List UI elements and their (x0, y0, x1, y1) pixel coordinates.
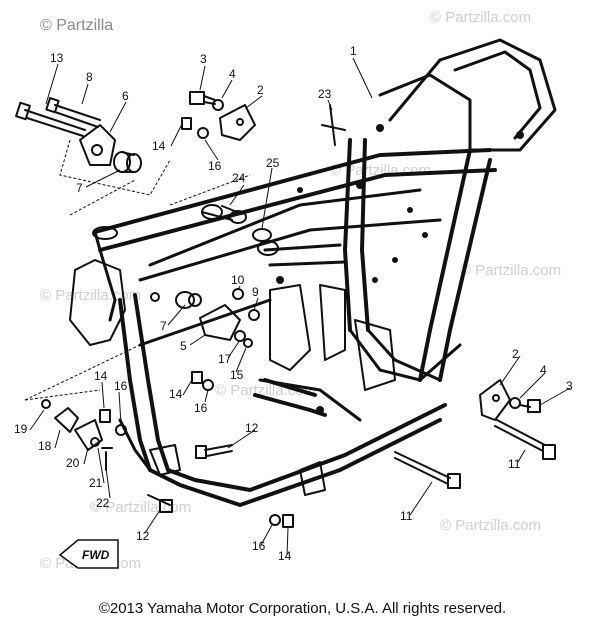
callout-16c: 16 (114, 379, 128, 393)
callout-21: 21 (89, 476, 103, 490)
bushing-7 (113, 151, 142, 173)
callout-18: 18 (38, 439, 52, 453)
callout-14b: 14 (169, 387, 183, 401)
bushing-24 (201, 204, 247, 224)
callout-12b: 12 (136, 529, 150, 543)
washer-4-right (509, 397, 521, 409)
bolt-12-mid (195, 444, 233, 459)
watermark: © Partzilla.com (430, 9, 531, 26)
nut-14-mid (191, 371, 203, 384)
leader-lines (24, 57, 571, 556)
main-frame (69, 38, 557, 507)
long-bolt-13 (15, 101, 86, 137)
plate-20 (74, 419, 103, 451)
fwd-arrow: FWD (58, 539, 119, 569)
callout-7a: 7 (76, 181, 83, 195)
callout-1: 1 (350, 44, 357, 58)
washer-9 (248, 309, 260, 321)
washer-4-top (212, 99, 224, 111)
callout-labels: 1 13 8 6 7 3 4 2 14 16 23 24 25 10 9 7 5… (14, 44, 573, 563)
washer-17 (234, 330, 246, 342)
bolt-8 (45, 97, 101, 128)
bracket-2-right (479, 379, 511, 421)
callout-11b: 11 (508, 457, 521, 471)
callout-25: 25 (266, 156, 280, 170)
bolt-23 (321, 104, 346, 146)
long-bolt-11 (394, 451, 461, 489)
callout-16a: 16 (208, 159, 222, 173)
bracket-18 (41, 399, 79, 433)
callout-17: 17 (218, 352, 232, 366)
callout-23: 23 (318, 87, 332, 101)
callout-8: 8 (86, 70, 93, 84)
watermark: © Partzilla.com (40, 287, 141, 304)
callout-22: 22 (96, 496, 110, 510)
callout-2a: 2 (257, 83, 264, 97)
washer-21 (90, 437, 100, 447)
callout-12a: 12 (245, 421, 259, 435)
callout-24: 24 (232, 171, 246, 185)
callout-5: 5 (180, 339, 187, 353)
callout-14a: 14 (152, 139, 166, 153)
mount-bracket-5 (175, 291, 241, 341)
callout-4b: 4 (540, 363, 547, 377)
callout-3a: 3 (200, 52, 207, 66)
bracket-2-top (219, 104, 256, 141)
callout-11a: 11 (400, 509, 413, 523)
bushing-25 (252, 228, 279, 256)
nut-14-top (181, 117, 192, 130)
callout-16b: 16 (194, 401, 208, 415)
nut-14-low (282, 514, 294, 528)
nut-15 (243, 338, 253, 348)
callout-20: 20 (66, 456, 80, 470)
bracket-6 (79, 124, 116, 166)
bolt-3-top (189, 91, 216, 105)
bolt-12-low (147, 494, 173, 513)
watermark: © Partzilla.com (440, 517, 541, 534)
washer-10 (232, 288, 244, 300)
bolt-11-right (494, 419, 556, 460)
bolt-22 (101, 447, 113, 471)
callout-9: 9 (252, 285, 259, 299)
callout-15: 15 (230, 368, 244, 382)
nut-14-left (99, 409, 111, 423)
washer-16-top (197, 127, 209, 139)
callout-7b: 7 (160, 319, 167, 333)
washer-16-mid (202, 379, 214, 391)
copyright-footer: ©2013 Yamaha Motor Corporation, U.S.A. A… (98, 600, 507, 617)
callout-14c: 14 (94, 369, 108, 383)
callout-16d: 16 (252, 539, 266, 553)
callout-13: 13 (50, 51, 64, 65)
fwd-label: FWD (82, 548, 110, 562)
bolt-3-right (519, 399, 541, 413)
callout-10: 10 (231, 273, 245, 287)
callout-6: 6 (122, 89, 129, 103)
callout-2b: 2 (512, 347, 519, 361)
washer-16-low (269, 514, 281, 526)
callout-4a: 4 (229, 67, 236, 81)
watermark: © Partzilla.com (460, 262, 561, 279)
watermark-top: © Partzilla (40, 17, 113, 34)
callout-19: 19 (14, 422, 28, 436)
callout-14d: 14 (278, 549, 292, 563)
callout-3b: 3 (566, 379, 573, 393)
washer-16-left (115, 424, 127, 436)
